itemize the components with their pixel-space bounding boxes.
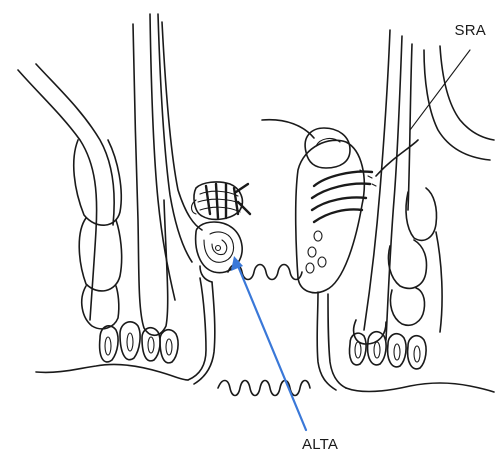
right-perianal-glands xyxy=(349,332,426,369)
sra-vessel xyxy=(262,50,470,176)
left-outer-contour xyxy=(18,64,114,320)
right-sphincter-column xyxy=(388,188,436,325)
alta-label: ALTA xyxy=(302,436,338,453)
left-sphincter-column xyxy=(74,140,122,329)
sra-label: SRA xyxy=(455,22,486,39)
right-longitudinal-muscle xyxy=(354,30,412,344)
left-hemorrhoid-spiral xyxy=(196,222,243,282)
anal-canal-left-wall xyxy=(188,278,215,384)
anal-canal-right-wall xyxy=(317,292,346,390)
right-outer-contour xyxy=(424,46,494,332)
perianal-skin xyxy=(36,364,494,392)
ligature-knot-icon xyxy=(192,182,251,219)
stapled-mucosa-icon xyxy=(296,128,376,293)
alta-arrow xyxy=(231,256,306,430)
left-perianal-glands xyxy=(100,322,178,363)
left-longitudinal-muscle xyxy=(133,14,202,335)
